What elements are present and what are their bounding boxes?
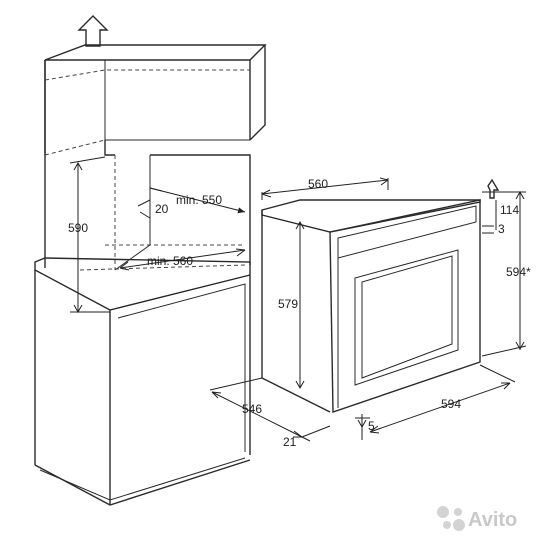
door-panel [117, 283, 246, 452]
dim-label-min-550: min. 550 [176, 193, 222, 207]
dimension-min-550: min. 550 [149, 187, 246, 214]
oven-top-face [261, 199, 481, 233]
oven-window-inner [361, 255, 453, 379]
dim-label-594-star: 594* [506, 265, 531, 279]
dimension-590: 590 [68, 156, 110, 314]
dimension-min-560: min. 560 [119, 248, 246, 271]
base-top-face [34, 257, 251, 311]
oven-window [354, 249, 459, 386]
dimension-560: 560 [261, 177, 389, 200]
dimension-114: 114 [495, 200, 519, 230]
oven-bottom-side [261, 377, 331, 413]
dim-label-546: 546 [242, 402, 262, 416]
cabinet-side-edge-top [249, 45, 266, 141]
dim-label-21: 21 [283, 435, 297, 449]
dim-label-3: 3 [498, 222, 505, 236]
dimension-594: 594 [369, 364, 516, 434]
watermark-text: Avito [468, 509, 517, 531]
arrow-up-outline-icon [77, 15, 109, 47]
upper-compartment-front [104, 60, 250, 141]
dim-label-20: 20 [155, 202, 169, 216]
dimension-5: 5 [355, 414, 375, 440]
dimension-21: 21 [283, 435, 311, 449]
arrow-diagonal-outline-icon [487, 178, 500, 199]
dim-label-594: 594 [441, 397, 461, 411]
dim-label-5: 5 [368, 419, 375, 433]
dim-label-min-560: min. 560 [147, 254, 193, 268]
control-panel [337, 205, 477, 259]
dim-label-590: 590 [68, 221, 88, 235]
dim-label-114: 114 [500, 203, 519, 217]
dimension-3: 3 [482, 222, 505, 236]
niche-right-edge [150, 154, 251, 265]
dimension-579: 579 [278, 220, 305, 390]
cabinet-top-face [44, 44, 267, 61]
tall-cabinet [34, 44, 267, 506]
dim-label-560: 560 [308, 177, 328, 191]
oven [261, 199, 481, 413]
oven-front [329, 199, 481, 413]
dimension-546: 546 [209, 377, 331, 438]
dim-label-579: 579 [278, 297, 298, 311]
dimension-20: 20 [137, 199, 169, 219]
watermark: Avito [437, 506, 517, 531]
avito-logo-icon [437, 506, 465, 531]
